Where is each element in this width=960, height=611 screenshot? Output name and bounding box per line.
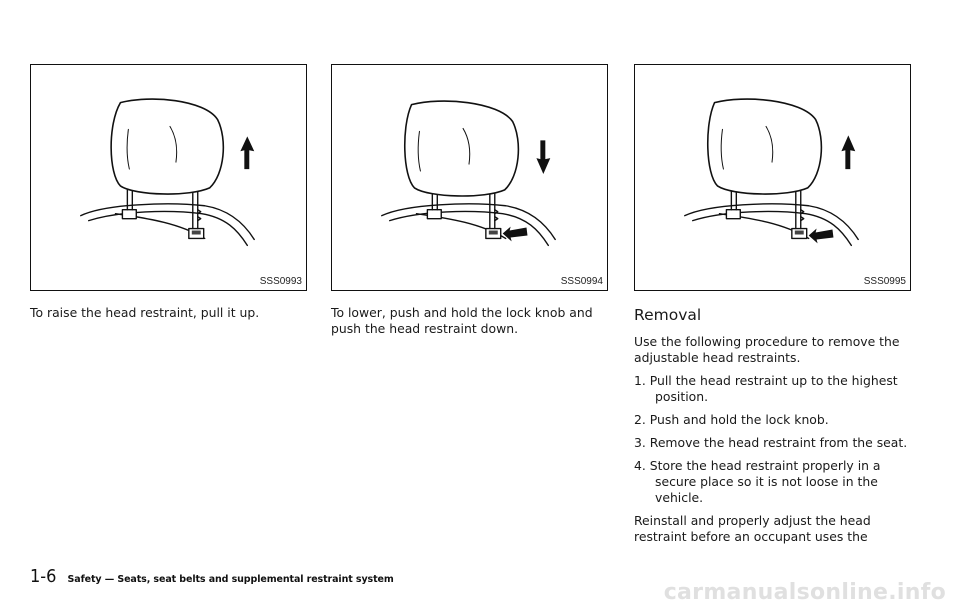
figure-code: SSS0994 (560, 276, 603, 287)
page-number: 1-6 (30, 566, 57, 587)
removal-steps: 1. Pull the head restraint up to the hig… (634, 373, 914, 506)
figure-code: SSS0995 (863, 276, 906, 287)
page-footer: 1-6 Safety — Seats, seat belts and suppl… (30, 566, 394, 587)
caption-lower: To lower, push and hold the lock knob an… (331, 305, 593, 336)
removal-heading: Removal (634, 306, 702, 324)
head-restraint-raise-illustration (80, 98, 255, 247)
removal-step: 4. Store the head restraint properly in … (634, 458, 881, 505)
removal-step: 3. Remove the head restraint from the se… (634, 435, 908, 450)
figure-lower: SSS0994 (331, 64, 608, 291)
removal-section: Removal Use the following procedure to r… (634, 306, 914, 552)
head-restraint-lower-illustration (381, 100, 556, 247)
figure-removal: SSS0995 (634, 64, 911, 291)
head-restraint-remove-illustration (684, 98, 859, 247)
removal-intro: Use the following procedure to remove th… (634, 334, 900, 365)
removal-step: 2. Push and hold the lock knob. (634, 412, 829, 427)
figure-raise: SSS0993 (30, 64, 307, 291)
caption-raise: To raise the head restraint, pull it up. (30, 305, 260, 320)
watermark: carmanualsonline.info (663, 580, 946, 605)
section-title: Safety — Seats, seat belts and supplemen… (67, 574, 394, 585)
removal-closing: Reinstall and properly adjust the head r… (634, 513, 871, 544)
removal-step: 1. Pull the head restraint up to the hig… (634, 373, 898, 404)
figure-code: SSS0993 (259, 276, 302, 287)
